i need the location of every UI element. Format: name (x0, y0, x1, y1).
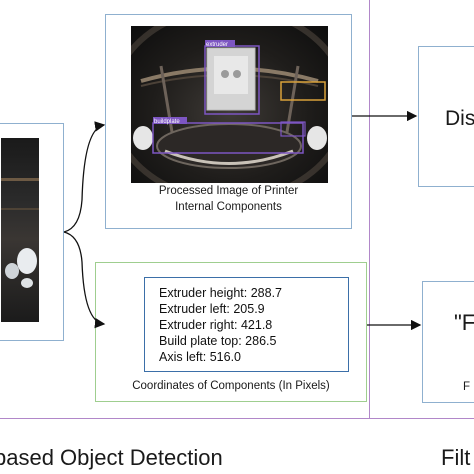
buildplate-bbox (152, 122, 304, 154)
axis-bbox (280, 81, 326, 101)
coordinate-extruder-height: Extruder height: 288.7 (159, 286, 282, 300)
coordinates-list-box: Extruder height: 288.7 Extruder left: 20… (144, 277, 349, 372)
filter-panel (422, 281, 474, 403)
arrow-to-processed-image (63, 121, 106, 233)
section-divider-vertical (369, 0, 370, 418)
section-divider-horizontal (0, 418, 474, 419)
processed-printer-photo: extruder buildplate (131, 26, 328, 183)
processed-caption-line2: Internal Components (175, 201, 282, 213)
extruder-bbox-label: extruder (206, 42, 228, 48)
processed-image-panel: extruder buildplate Processed Image of P… (105, 14, 352, 229)
filter-panel-text: "F (454, 310, 474, 335)
printer-photo-illustration: extruder buildplate (131, 26, 328, 183)
coordinate-extruder-right: Extruder right: 421.8 (159, 318, 273, 332)
section-title-detection: based Object Detection (0, 445, 223, 470)
coordinates-caption: Coordinates of Components (In Pixels) (132, 380, 330, 392)
display-panel (418, 46, 474, 187)
coordinate-axis-left: Axis left: 516.0 (159, 350, 241, 364)
input-printer-photo (1, 138, 39, 322)
input-image-panel (0, 123, 64, 341)
buildplate-bbox-label: buildplate (154, 119, 180, 125)
processed-caption-line1: Processed Image of Printer (158, 185, 299, 197)
filter-panel-caption: F (463, 381, 471, 393)
extruder-label-bg (205, 40, 235, 47)
coordinate-build-plate-top: Build plate top: 286.5 (159, 334, 277, 348)
buildplate-label-bg (153, 117, 187, 124)
small-bbox (280, 121, 306, 137)
display-panel-text: Dis (445, 107, 474, 130)
coordinates-panel: Extruder height: 288.7 Extruder left: 20… (95, 262, 367, 402)
coordinate-extruder-left: Extruder left: 205.9 (159, 302, 265, 316)
section-title-filter: Filt (441, 445, 471, 470)
